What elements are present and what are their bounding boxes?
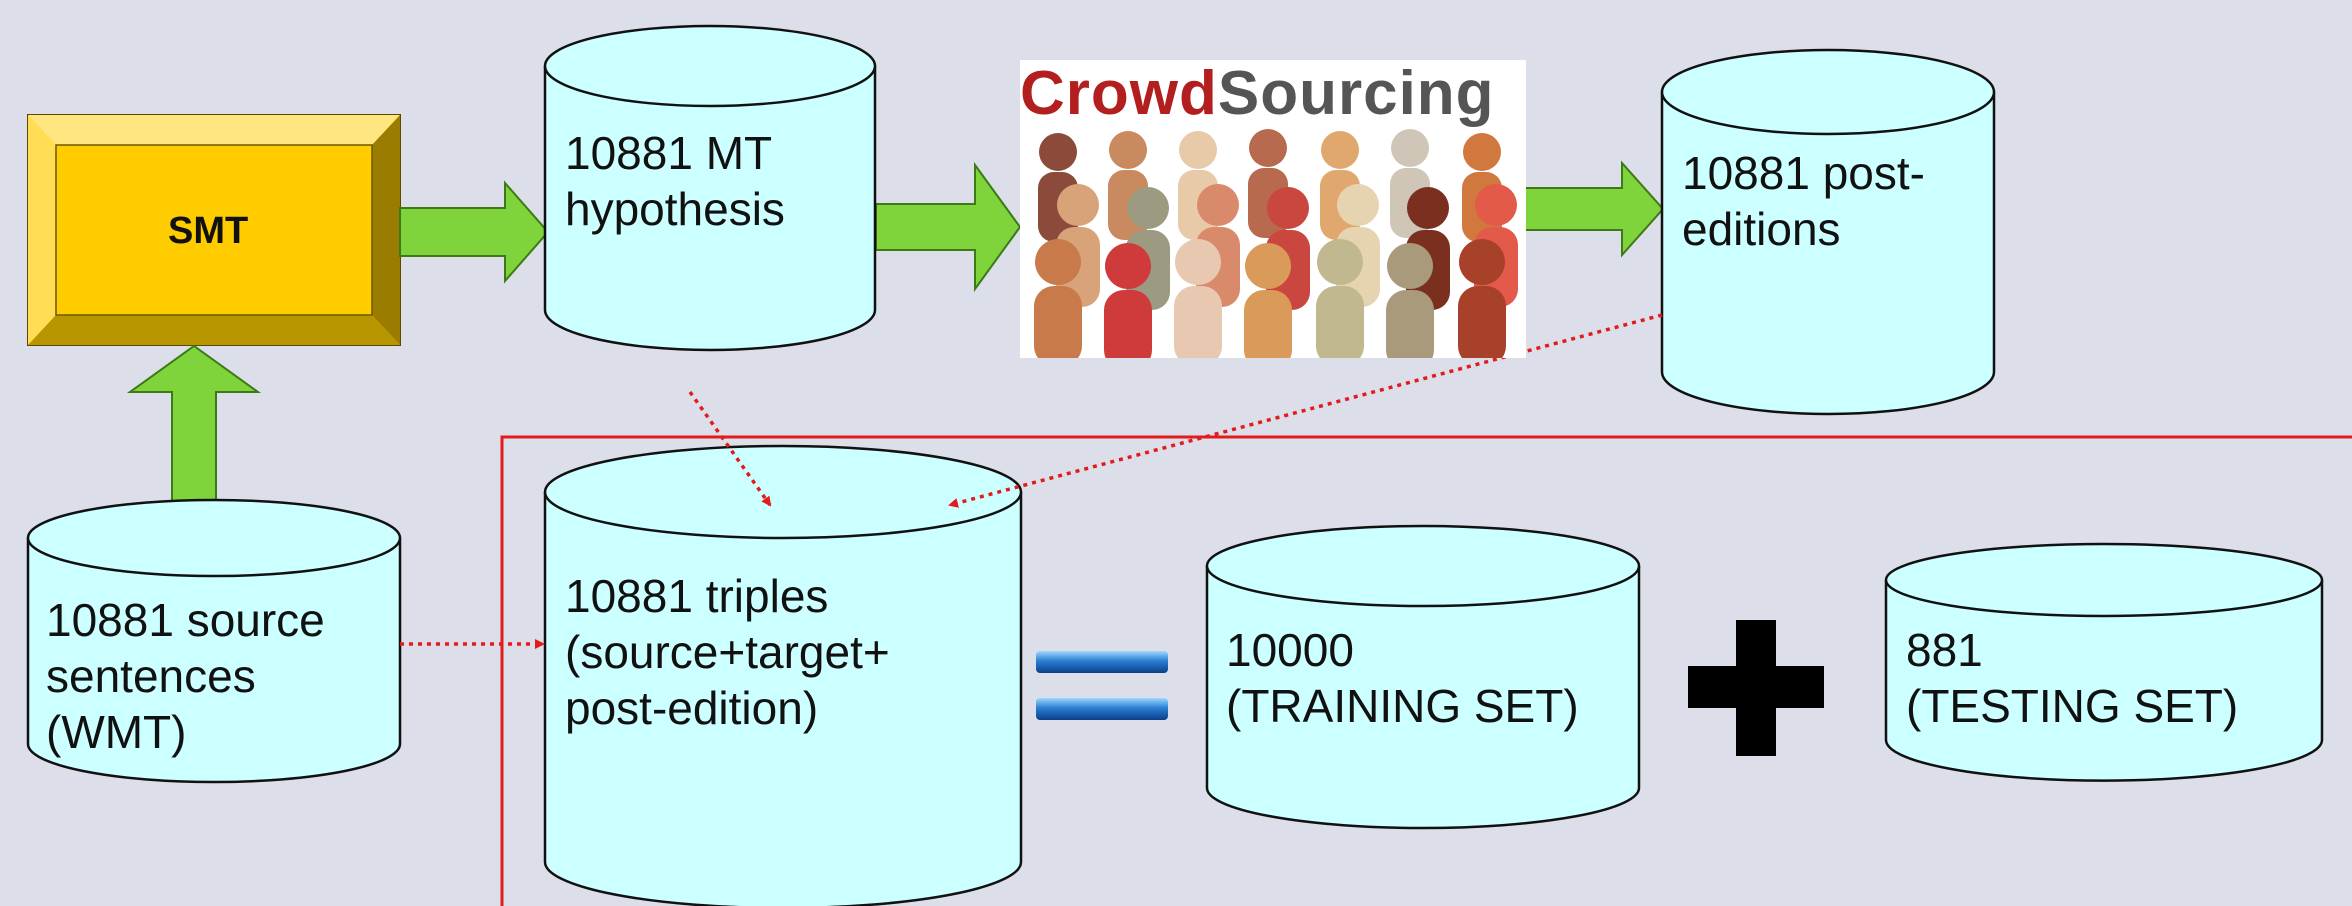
cylinder-training-set: [1205, 524, 1641, 830]
cylinder-post-editions: [1660, 48, 1996, 416]
arrow-smt-to-hypothesis: [399, 180, 550, 284]
training-set-label: 10000 (TRAINING SET): [1226, 624, 1579, 732]
cylinder-source-sentences: [26, 498, 402, 784]
post-editions-label: 10881 post- editions: [1682, 147, 1925, 255]
smt-label: SMT: [168, 210, 249, 252]
mt-hypothesis-label: 10881 MT hypothesis: [565, 127, 785, 235]
crowdsourcing-title: CrowdSourcing: [1020, 58, 1495, 129]
triples-label: 10881 triples (source+target+ post-editi…: [565, 570, 890, 734]
source-sentences-label: 10881 source sentences (WMT): [46, 594, 325, 758]
cylinder-triples: [543, 444, 1023, 906]
dataset-frame: [500, 435, 2352, 906]
arrow-hypothesis-to-crowd: [875, 161, 1022, 293]
dotted-arrow-postedits-to-triples: [948, 313, 1663, 508]
equals-icon: [1036, 651, 1168, 720]
cylinder-mt-hypothesis: [543, 24, 877, 352]
crowdsourcing-title-crowd: Crowd: [1020, 59, 1218, 128]
testing-set-label: 881 (TESTING SET): [1906, 624, 2239, 732]
smt-box: [27, 114, 401, 346]
plus-icon: [1688, 620, 1824, 756]
cylinder-testing-set: [1884, 542, 2324, 782]
crowdsourcing-image: [1020, 60, 1526, 358]
arrow-crowd-to-postedits: [1523, 160, 1665, 258]
crowd-people-icon: [1034, 129, 1518, 358]
crowdsourcing-title-sourcing: Sourcing: [1217, 59, 1495, 128]
